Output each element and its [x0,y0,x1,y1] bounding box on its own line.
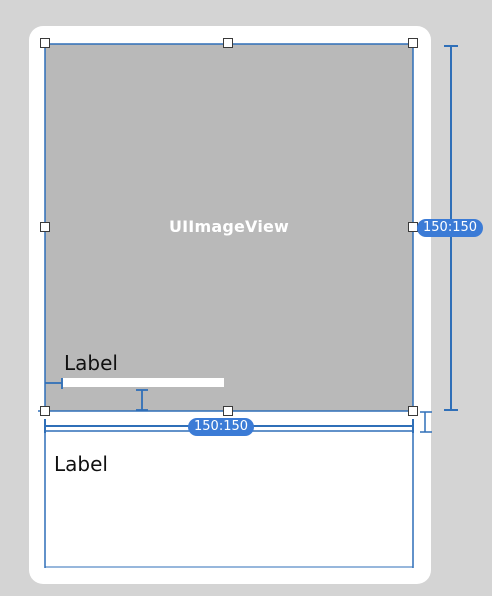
image-view[interactable] [45,44,413,411]
label-leading-constraint [45,378,63,389]
label-width-indicator [63,378,224,387]
image-label[interactable]: Label [64,351,118,375]
bottom-spacing-constraint [420,411,432,433]
resize-handle-icon[interactable] [40,222,50,232]
resize-handle-icon[interactable] [40,38,50,48]
aspect-ratio-badge-height[interactable]: 150:150 [417,219,484,237]
constraint-ibeam-icon [136,389,148,411]
resize-handle-icon[interactable] [40,406,50,416]
aspect-ratio-badge-width[interactable]: 150:150 [188,418,255,436]
resize-handle-icon[interactable] [223,38,233,48]
resize-handle-icon[interactable] [408,38,418,48]
image-view-title: UIImageView [168,217,290,236]
resize-handle-icon[interactable] [223,406,233,416]
resize-handle-icon[interactable] [408,406,418,416]
selection-outline [44,43,414,412]
cell-label[interactable]: Label [54,452,108,476]
